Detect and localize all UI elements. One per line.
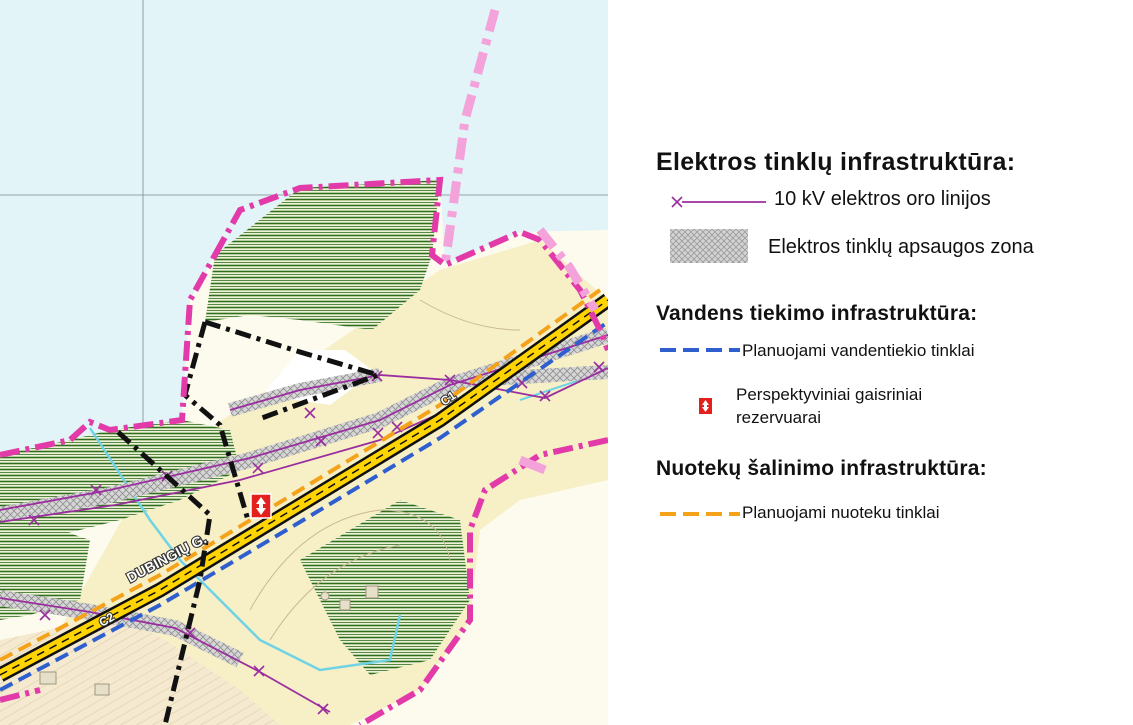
building (39, 671, 57, 685)
building (339, 599, 351, 611)
power-line-legend-icon (671, 196, 766, 208)
legend-sewer-pipe-label: Planuojami nuoteku tinklai (742, 503, 940, 522)
legend-fire-reservoir-label-1: Perspektyviniai gaisriniai (736, 385, 923, 404)
stream (519, 379, 581, 401)
legend-power-line-label: 10 kV elektros oro linijos (774, 188, 991, 210)
protection-zone-legend-icon (670, 229, 748, 263)
fire-reservoir-legend-icon (699, 398, 712, 414)
legend-sewer-title: Nuotekų šalinimo infrastruktūra: (656, 457, 987, 480)
contour-line (249, 509, 451, 611)
contour-line (269, 544, 401, 641)
contour-line (419, 299, 521, 331)
map-view[interactable]: DUBINGIŲ G. C2 C1 (0, 0, 608, 725)
legend-protection-zone-label: Elektros tinklų apsaugos zona (768, 236, 1034, 258)
building (320, 591, 330, 601)
boundary-black (116, 319, 386, 725)
legend-electric-title: Elektros tinklų infrastruktūra: (656, 148, 1016, 176)
power-line-marks (28, 361, 605, 715)
planned-water-pipe (0, 320, 608, 692)
forest-area-north (205, 180, 440, 330)
road-centerline (0, 299, 608, 676)
fire-reservoir-icon[interactable] (250, 493, 272, 519)
legend-fire-reservoir-label-2: rezervuarai (736, 408, 822, 427)
legend-water-pipe-label: Planuojami vandentiekio tinklai (742, 341, 975, 360)
planned-sewer-pipe-legend-icon (660, 512, 740, 516)
map-legend: Elektros tinklų infrastruktūra: 10 kV el… (608, 0, 1133, 725)
building (365, 585, 379, 599)
planned-sewer-pipe (0, 288, 602, 662)
planned-water-pipe-legend-icon (660, 348, 740, 352)
lake-water (0, 0, 608, 455)
forest-area-south (300, 500, 470, 675)
building (94, 683, 110, 696)
legend-water-title: Vandens tiekimo infrastruktūra: (656, 302, 978, 325)
stream (88, 427, 402, 672)
boundary-pink (0, 8, 608, 725)
